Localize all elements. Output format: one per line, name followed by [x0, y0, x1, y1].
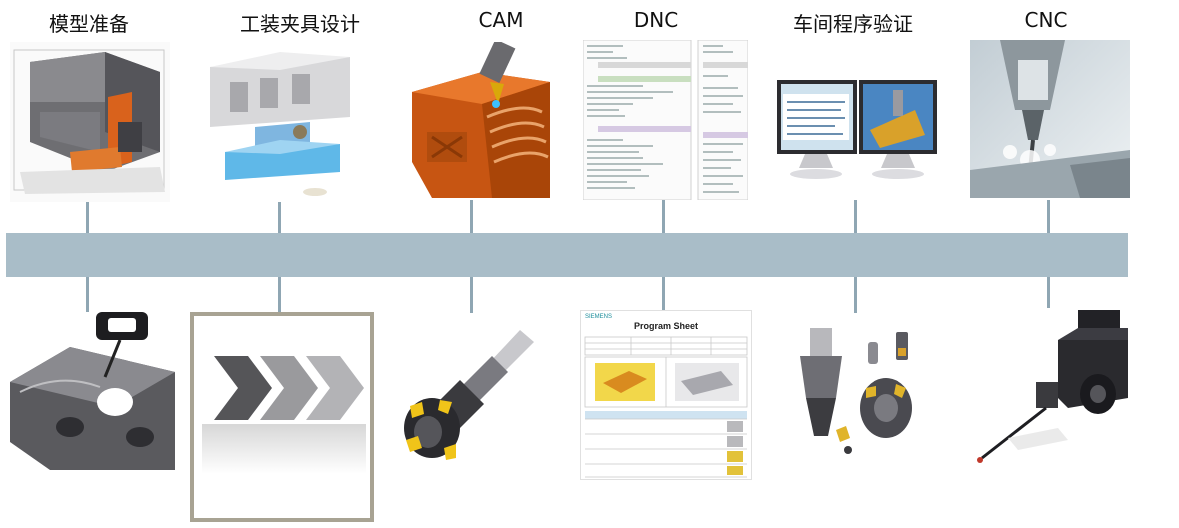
face-mill-tool-icon: [400, 330, 540, 470]
stage-title-cnc: CNC: [1024, 8, 1068, 32]
cnc-spindle-icon: [970, 40, 1130, 198]
connector-top-6: [1047, 200, 1050, 233]
cam-toolpath-icon: [412, 42, 550, 198]
connector-bottom-3: [470, 277, 473, 313]
stage-title-shop-verify: 车间程序验证: [793, 12, 913, 36]
program-sheet-icon: SIEMENS Program Sheet: [580, 310, 752, 480]
timeline-band: [6, 233, 1128, 277]
process-chevrons-icon: [190, 312, 374, 522]
stage-title-fixture-design: 工装夹具设计: [240, 12, 360, 36]
connector-bottom-4: [662, 277, 665, 313]
program-sheet-title: Program Sheet: [633, 321, 699, 331]
connector-bottom-1: [86, 277, 89, 313]
part-model-icon: [10, 42, 170, 202]
tool-holders-icon: [782, 318, 932, 464]
verification-monitors-icon: [775, 70, 938, 196]
nc-code-listing-icon: [583, 40, 748, 200]
stage-title-model-prep: 模型准备: [49, 12, 129, 36]
connector-top-2: [278, 200, 281, 233]
program-sheet-brand: SIEMENS: [585, 314, 613, 320]
connector-top-3: [470, 200, 473, 233]
probe-on-part-icon: [10, 312, 175, 470]
connector-top-4: [662, 200, 665, 233]
connector-bottom-2: [278, 277, 281, 313]
connector-top-5: [854, 200, 857, 233]
connector-top-1: [86, 200, 89, 233]
stage-title-cam: CAM: [478, 8, 524, 32]
fixture-design-icon: [200, 42, 360, 202]
connector-bottom-6: [1047, 277, 1050, 313]
connector-bottom-5: [854, 277, 857, 313]
stage-title-dnc: DNC: [633, 8, 679, 32]
touch-probe-icon: [968, 308, 1138, 474]
